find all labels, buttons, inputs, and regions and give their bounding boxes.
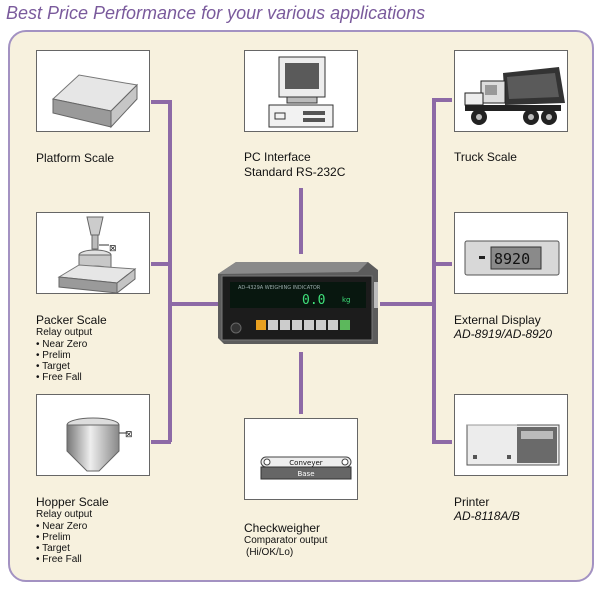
connector-right-top [432, 98, 452, 102]
hopper-item: • Target [36, 543, 70, 554]
printer-model: AD-8118A/B [454, 509, 520, 523]
hopper-item: • Free Fall [36, 554, 82, 565]
platform-scale-label: Platform Scale [36, 151, 115, 165]
connector-bottom [299, 352, 303, 414]
indicator-reading: 0.0 [302, 293, 325, 308]
hopper-item: • Prelim [36, 532, 71, 543]
truck-scale-image [454, 50, 568, 132]
weighing-indicator: AD-4329A WEIGHING INDICATOR 0.0 kg [218, 258, 382, 350]
connector-left-bottom [151, 440, 171, 444]
external-display-image: 8920 [454, 212, 568, 294]
printer-label: Printer [454, 495, 490, 509]
base-label: Base [297, 470, 314, 478]
packer-item: • Prelim [36, 350, 71, 361]
hopper-relay-label: Relay output [36, 509, 93, 520]
connector-right-hub [380, 302, 435, 306]
packer-scale-image: ⊠ [36, 212, 150, 294]
checkweigher-image: Conveyer Base [244, 418, 358, 500]
pc-image [244, 50, 358, 132]
checkweigher-output: Comparator output [244, 535, 328, 546]
connector-top [299, 188, 303, 254]
packer-item: • Free Fall [36, 372, 82, 383]
connector-left-top [151, 100, 171, 104]
packer-item: • Target [36, 361, 70, 372]
indicator-unit: kg [342, 296, 351, 304]
page-title: Best Price Performance for your various … [6, 3, 426, 23]
external-display-label: External Display [454, 313, 541, 327]
svg-text:⊠: ⊠ [125, 430, 133, 440]
connector-left-vertical [168, 100, 172, 442]
hopper-scale-image: ⊠ [36, 394, 150, 476]
checkweigher-label: Checkweigher [244, 521, 321, 535]
hopper-item: • Near Zero [36, 521, 88, 532]
pc-interface-label: PC Interface [244, 150, 311, 164]
pc-standard-label: Standard RS-232C [244, 165, 346, 179]
display-readout: 8920 [494, 250, 530, 268]
connector-right-bottom [432, 440, 452, 444]
connector-right-mid [432, 262, 452, 266]
packer-scale-label: Packer Scale [36, 313, 107, 327]
packer-item: • Near Zero [36, 339, 88, 350]
external-display-model: AD-8919/AD-8920 [454, 327, 553, 341]
connector-left-hub [168, 302, 220, 306]
svg-text:⊠: ⊠ [109, 244, 117, 254]
truck-scale-label: Truck Scale [454, 150, 517, 164]
connector-left-mid [151, 262, 171, 266]
checkweigher-modes: (Hi/OK/Lo) [246, 547, 294, 558]
platform-scale-image [36, 50, 150, 132]
printer-image [454, 394, 568, 476]
connector-right-vertical [432, 98, 436, 444]
svg-text:AD-4329A WEIGHING INDICATOR: AD-4329A WEIGHING INDICATOR [238, 285, 321, 291]
hopper-scale-label: Hopper Scale [36, 495, 109, 509]
packer-relay-label: Relay output [36, 327, 93, 338]
conveyer-label: Conveyer [289, 459, 323, 467]
